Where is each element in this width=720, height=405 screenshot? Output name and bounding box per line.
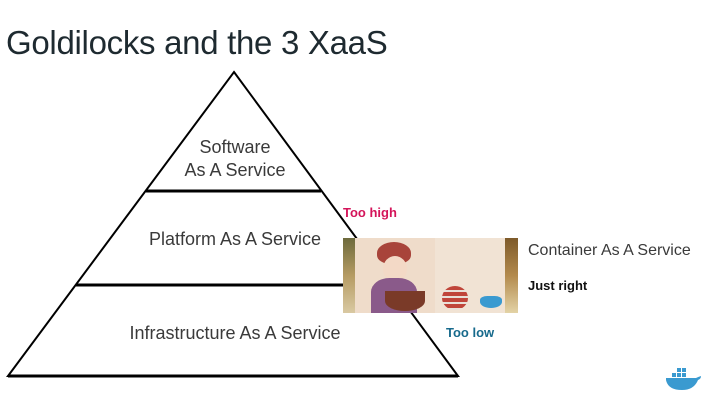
paas-label: Platform As A Service — [148, 229, 322, 249]
image-right-border — [505, 238, 518, 313]
porridge-bowl — [385, 291, 425, 311]
porridge-pot — [442, 286, 468, 310]
just-right-label: Just right — [528, 278, 588, 293]
goldilocks-image — [343, 238, 518, 313]
saas-label-line2: As A Service — [184, 160, 286, 180]
slide-title: Goldilocks and the 3 XaaS — [6, 24, 388, 61]
goldilocks-face — [383, 256, 407, 282]
too-low-label: Too low — [446, 325, 495, 340]
caas-label: Container As A Service — [528, 242, 691, 259]
docker-whale-icon — [666, 368, 701, 390]
iaas-label: Infrastructure As A Service — [129, 323, 341, 343]
saas-label: Software As A Service — [160, 136, 310, 182]
image-left-border — [343, 238, 355, 313]
docker-whale-icon — [480, 296, 502, 308]
too-high-label: Too high — [343, 205, 397, 220]
saas-label-line1: Software — [199, 137, 271, 157]
